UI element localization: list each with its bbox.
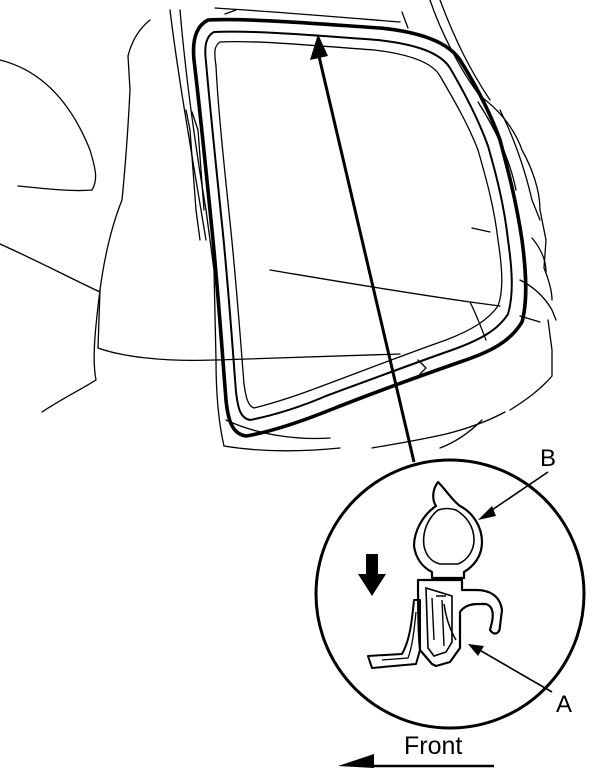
- callout-a-arrowhead: [468, 644, 484, 656]
- sill-line-2: [223, 445, 341, 452]
- weatherstrip-inner-2: [214, 40, 503, 409]
- right-lower-1: [519, 279, 557, 321]
- weatherstrip-loop: [191, 17, 528, 438]
- body-flange: [367, 599, 421, 669]
- seal-lip: [443, 603, 457, 641]
- pillar-line-4: [191, 111, 205, 211]
- right-lower-2: [509, 319, 553, 411]
- seal-channel-core: [431, 595, 446, 647]
- right-side-1: [479, 95, 541, 211]
- callout-a: A: [468, 644, 572, 718]
- roof-line-1: [214, 7, 401, 23]
- body-panel-left: [97, 19, 216, 362]
- body-flange-inner: [381, 611, 417, 661]
- sill-line-1: [215, 359, 225, 447]
- floor-line-3: [471, 227, 491, 233]
- leader-arrowhead: [310, 34, 328, 60]
- callout-b-arrowhead: [478, 506, 496, 520]
- detail-circle: [314, 458, 586, 730]
- pillar-line-1: [169, 9, 207, 241]
- right-side-4: [539, 209, 553, 301]
- roof-line-3: [401, 11, 409, 29]
- floor-line-2: [215, 353, 401, 361]
- bumper-line-2: [439, 419, 483, 449]
- right-side-5: [531, 237, 547, 273]
- weatherstrip-outer: [191, 17, 528, 438]
- left-arc-1: [0, 59, 97, 192]
- callout-b: B: [478, 445, 556, 520]
- arrow-down-icon: [358, 554, 386, 596]
- vehicle-body: [0, 0, 557, 452]
- body-panel-left-lower: [41, 289, 101, 413]
- floor-line-1: [269, 269, 501, 307]
- right-side-2: [499, 109, 541, 221]
- floor-line-5: [417, 359, 427, 375]
- roof-line-2: [224, 9, 237, 15]
- seal-channel-inner: [425, 586, 453, 657]
- left-line-1: [0, 243, 101, 293]
- front-indicator: Front: [338, 732, 494, 768]
- front-label: Front: [404, 732, 462, 760]
- leader-arrow: [310, 34, 416, 463]
- seal-bulb-inner: [422, 507, 475, 565]
- bumper-line: [371, 411, 506, 449]
- callout-b-label: B: [540, 445, 556, 472]
- seal-bulb-outer: [412, 480, 484, 580]
- sill-line-3: [225, 419, 331, 440]
- pillar-line-2: [179, 9, 217, 361]
- weatherstrip-inner: [204, 30, 513, 421]
- roof-line-5: [439, 0, 491, 101]
- callout-a-label: A: [556, 691, 572, 718]
- arrow-left-icon: [338, 754, 374, 768]
- pillar-line-3: [185, 109, 201, 241]
